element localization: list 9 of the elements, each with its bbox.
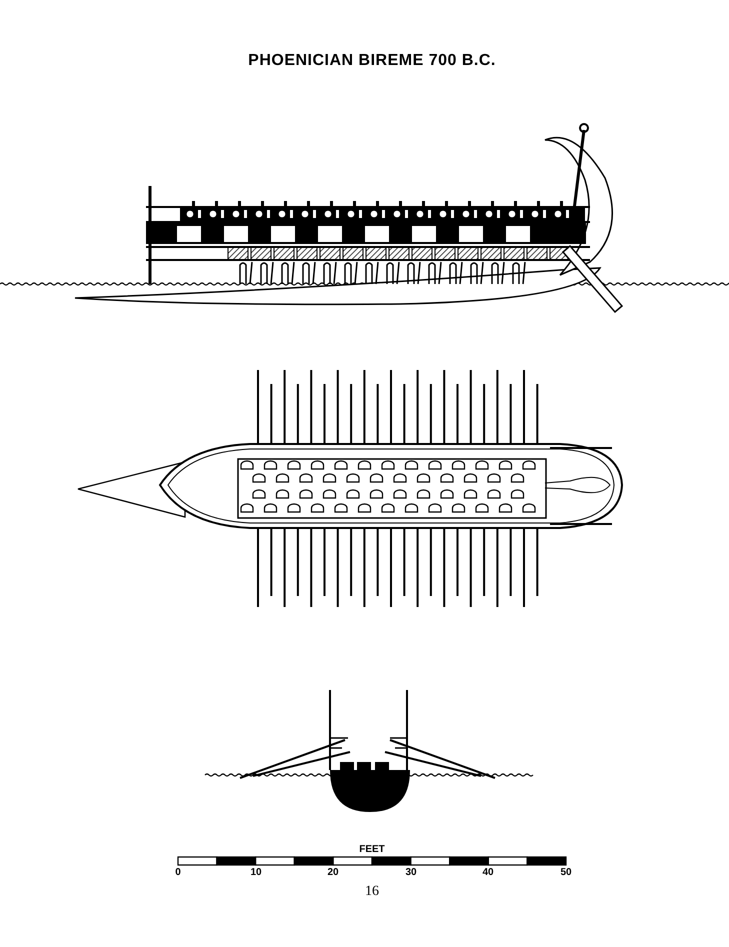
scale-tick-label: 0 [175, 867, 181, 878]
page-number: 16 [365, 884, 379, 900]
scale-tick-label: 30 [405, 867, 417, 878]
scale-tick-label: 20 [327, 867, 339, 878]
scale-tick-label: 50 [560, 867, 572, 878]
scale-unit-label: FEET [359, 844, 385, 855]
title: PHOENICIAN BIREME 700 B.C. [248, 52, 496, 70]
scale-tick-label: 40 [482, 867, 494, 878]
scale-tick-label: 10 [250, 867, 262, 878]
